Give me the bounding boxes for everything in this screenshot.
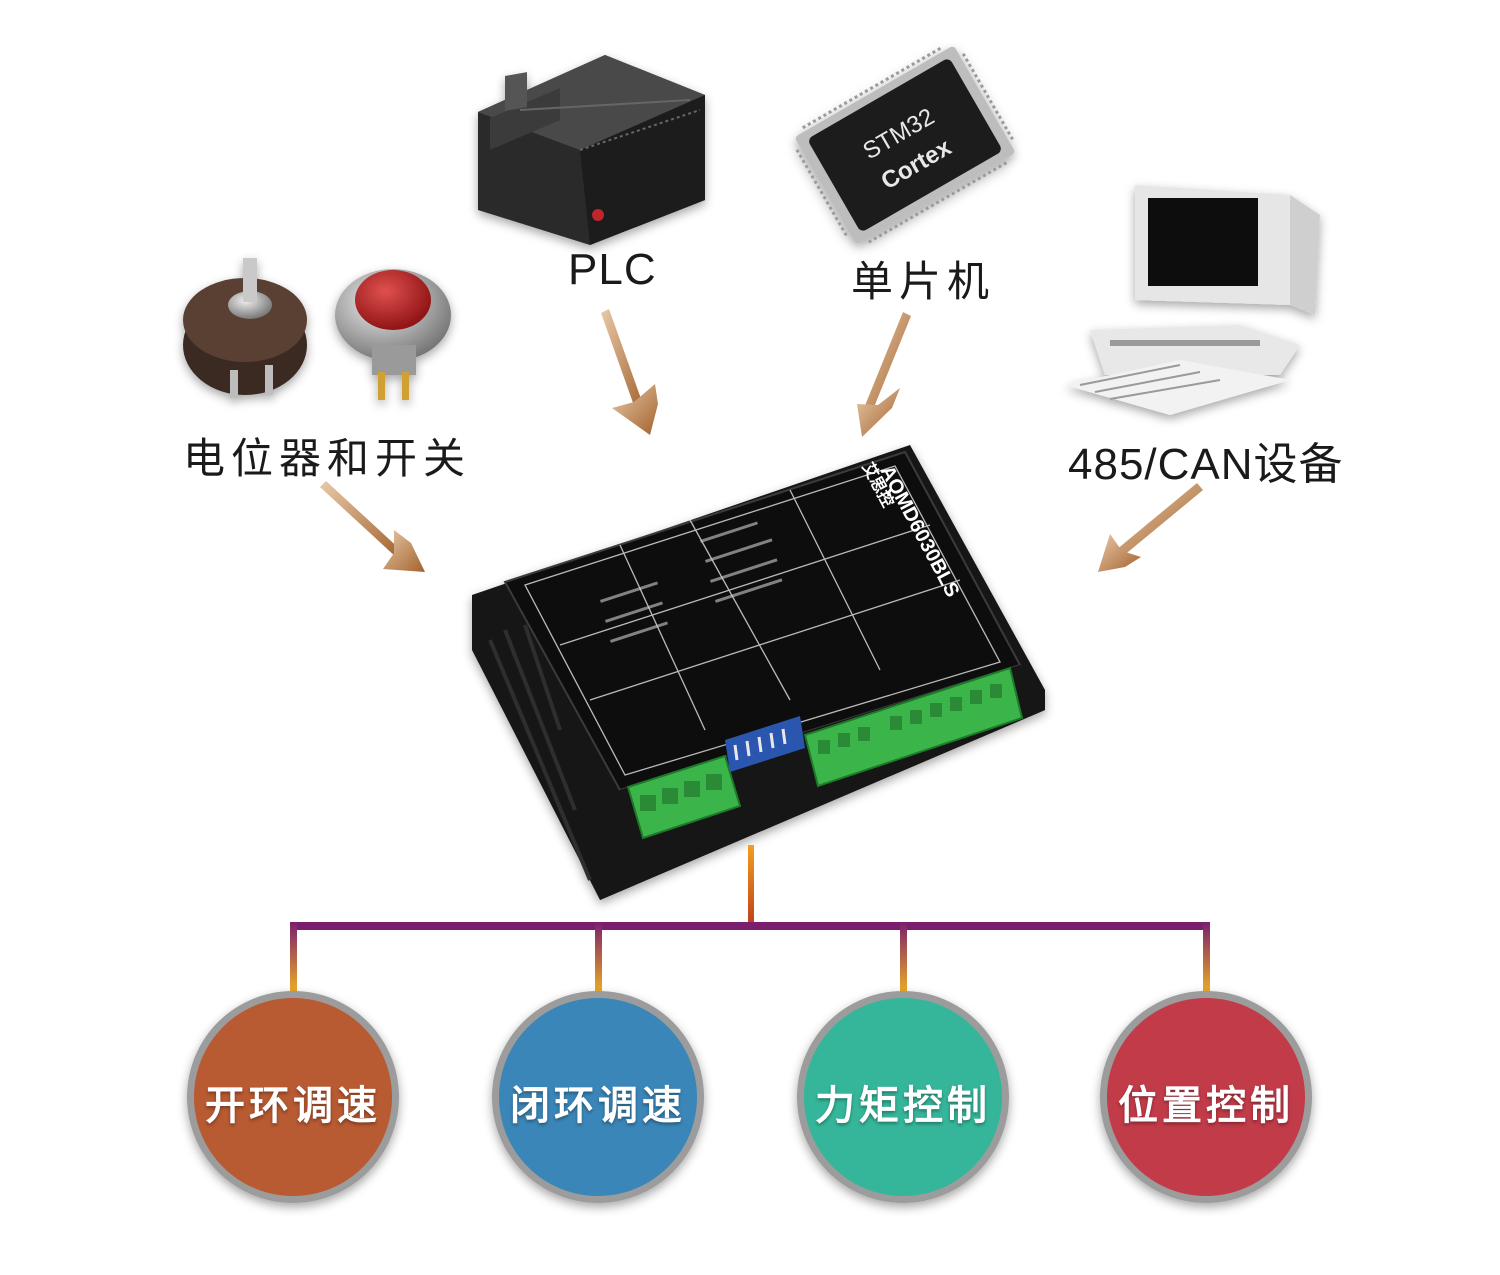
- tree-bus-line: [290, 922, 1210, 930]
- mode-closed-loop: [492, 991, 704, 1203]
- desktop-computer-icon: [1065, 185, 1320, 415]
- arrow-plc: [601, 309, 658, 435]
- arrow-bus: [1098, 483, 1203, 572]
- stm32-chip-icon: STM32 Cortex: [795, 46, 1015, 244]
- mode-torque: [797, 991, 1009, 1203]
- potentiometer-and-button-icon: [183, 258, 451, 400]
- arrows: [320, 309, 1203, 572]
- label-bus: 485/CAN设备: [1068, 440, 1344, 489]
- mode-label-torque: 力矩控制: [815, 1083, 991, 1129]
- arrow-pot: [320, 481, 425, 572]
- mode-label-open-loop: 开环调速: [205, 1083, 381, 1129]
- mode-position: [1100, 991, 1312, 1203]
- mode-circle-fill: [804, 998, 1002, 1196]
- tree-stem: [748, 845, 754, 925]
- mode-circle-fill: [1107, 998, 1305, 1196]
- plc-controller-icon: [478, 55, 705, 245]
- terminal-block-signal: [803, 666, 1024, 788]
- mode-label-closed-loop: 闭环调速: [510, 1083, 686, 1129]
- arrow-mcu: [857, 312, 911, 437]
- label-mcu: 单片机: [851, 257, 996, 306]
- terminal-block-power: [626, 754, 742, 840]
- mode-circle-fill: [194, 998, 392, 1196]
- mode-circle-fill: [499, 998, 697, 1196]
- mode-circles: [187, 991, 1312, 1203]
- output-tree: [290, 845, 1210, 994]
- label-pot: 电位器和开关: [183, 434, 472, 483]
- motor-driver-icon: AQMD6030BLS 艾思控: [472, 445, 1045, 900]
- mode-label-position: 位置控制: [1118, 1083, 1294, 1129]
- label-plc: PLC: [568, 245, 657, 294]
- mode-open-loop: [187, 991, 399, 1203]
